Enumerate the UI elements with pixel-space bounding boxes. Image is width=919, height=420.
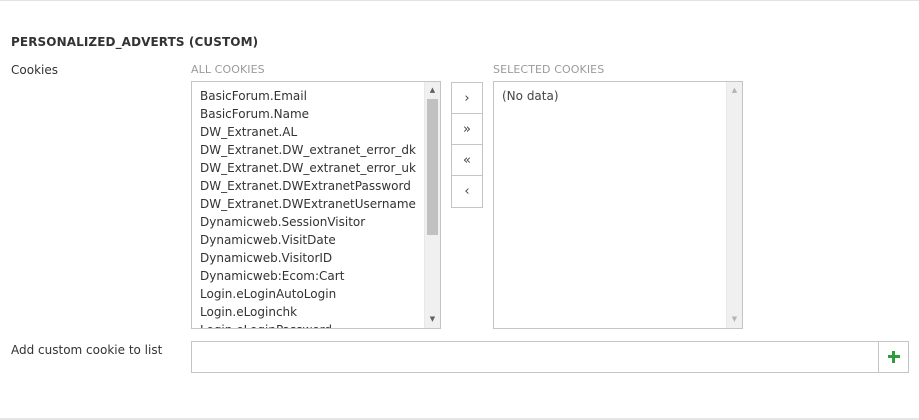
list-item[interactable]: Dynamicweb.SessionVisitor: [200, 215, 366, 229]
all-cookies-header: ALL COOKIES: [191, 63, 265, 76]
list-item[interactable]: Dynamicweb.VisitorID: [200, 251, 333, 265]
move-button-group: › » « ‹: [451, 82, 483, 208]
list-item[interactable]: Dynamicweb:Ecom:Cart: [200, 269, 345, 283]
list-item[interactable]: DW_Extranet.DWExtranetPassword: [200, 179, 411, 193]
all-cookies-listbox[interactable]: BasicForum.Email BasicForum.Name DW_Extr…: [191, 81, 441, 329]
move-right-button[interactable]: ›: [452, 83, 482, 114]
scroll-down-icon[interactable]: ▼: [429, 315, 436, 323]
scroll-up-icon[interactable]: ▲: [429, 86, 436, 94]
list-item[interactable]: BasicForum.Email: [200, 89, 307, 103]
list-item[interactable]: BasicForum.Name: [200, 107, 310, 121]
scroll-thumb[interactable]: [427, 99, 438, 235]
top-divider: [0, 0, 919, 1]
scroll-up-icon[interactable]: ▲: [731, 86, 738, 94]
selected-cookies-scrollbar[interactable]: ▲ ▼: [726, 82, 742, 328]
selected-empty-text: (No data): [502, 89, 559, 103]
list-item[interactable]: DW_Extranet.DW_extranet_error_dk: [200, 143, 416, 157]
move-left-button[interactable]: ‹: [464, 184, 470, 199]
list-item[interactable]: Dynamicweb.VisitDate: [200, 233, 336, 247]
all-cookies-list: BasicForum.Email BasicForum.Name DW_Extr…: [192, 87, 423, 328]
bottom-divider: [0, 418, 919, 420]
plus-icon: [888, 351, 900, 363]
list-item[interactable]: Login.eLoginchk: [200, 305, 298, 319]
list-item[interactable]: DW_Extranet.DW_extranet_error_uk: [200, 161, 416, 175]
custom-cookie-label: Add custom cookie to list: [11, 343, 163, 357]
list-item[interactable]: DW_Extranet.DWExtranetUsername: [200, 197, 416, 211]
cookies-label: Cookies: [11, 63, 58, 77]
move-all-left-button[interactable]: «: [452, 145, 482, 176]
custom-cookie-input[interactable]: [191, 341, 879, 373]
all-cookies-scrollbar[interactable]: ▲ ▼: [424, 82, 440, 328]
list-item[interactable]: DW_Extranet.AL: [200, 125, 298, 139]
add-cookie-button[interactable]: [878, 341, 909, 373]
selected-cookies-listbox[interactable]: (No data) ▲ ▼: [493, 81, 743, 329]
move-all-right-button[interactable]: »: [452, 114, 482, 145]
selected-cookies-header: SELECTED COOKIES: [493, 63, 605, 76]
section-title: PERSONALIZED_ADVERTS (CUSTOM): [11, 35, 259, 49]
list-item[interactable]: Login.eLoginAutoLogin: [200, 287, 337, 301]
list-item[interactable]: Login.eLoginPassword: [192, 321, 423, 328]
scroll-down-icon[interactable]: ▼: [731, 315, 738, 323]
